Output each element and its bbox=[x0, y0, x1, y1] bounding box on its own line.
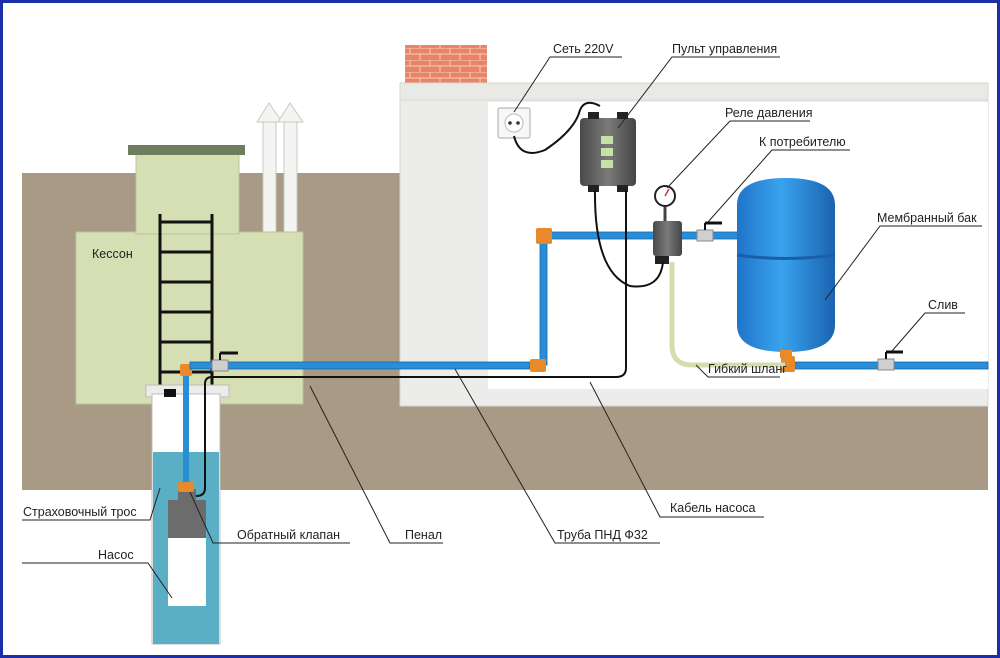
cables bbox=[195, 101, 664, 497]
pressure-switch-label: Реле давления bbox=[725, 106, 813, 120]
flexible-hose-label: Гибкий шланг bbox=[708, 362, 787, 376]
power-socket bbox=[497, 107, 531, 139]
membrane-tank bbox=[736, 178, 836, 358]
membrane-tank-label: Мембранный бак bbox=[877, 211, 977, 225]
mains-label: Сеть 220V bbox=[553, 42, 614, 56]
riser-pipe bbox=[183, 372, 189, 484]
control-panel-label: Пульт управления bbox=[672, 42, 777, 56]
pump-cable-label: Кабель насоса bbox=[670, 501, 756, 515]
leader-lines bbox=[22, 56, 982, 599]
pump-label: Насос bbox=[98, 548, 134, 562]
valve-caisson bbox=[211, 351, 238, 372]
valve-drain bbox=[877, 350, 903, 371]
check-valve bbox=[178, 482, 194, 492]
valve-consumer bbox=[696, 221, 722, 242]
hdpe-pipe-label: Труба ПНД Ф32 bbox=[557, 528, 648, 542]
control-panel bbox=[580, 112, 636, 192]
elbow-top bbox=[180, 364, 192, 376]
to-consumer-label: К потребителю bbox=[759, 135, 846, 149]
casing-label: Пенал bbox=[405, 528, 442, 542]
safety-rope-label: Страховочный трос bbox=[23, 505, 137, 519]
check-valve-label: Обратный клапан bbox=[237, 528, 340, 542]
pipe-fittings bbox=[530, 228, 795, 372]
pressure-switch bbox=[653, 185, 682, 264]
house bbox=[399, 45, 989, 407]
flexible-hose bbox=[669, 262, 785, 368]
pump bbox=[168, 489, 206, 606]
drain-label: Слив bbox=[928, 298, 958, 312]
caisson-label: Кессон bbox=[92, 247, 133, 261]
